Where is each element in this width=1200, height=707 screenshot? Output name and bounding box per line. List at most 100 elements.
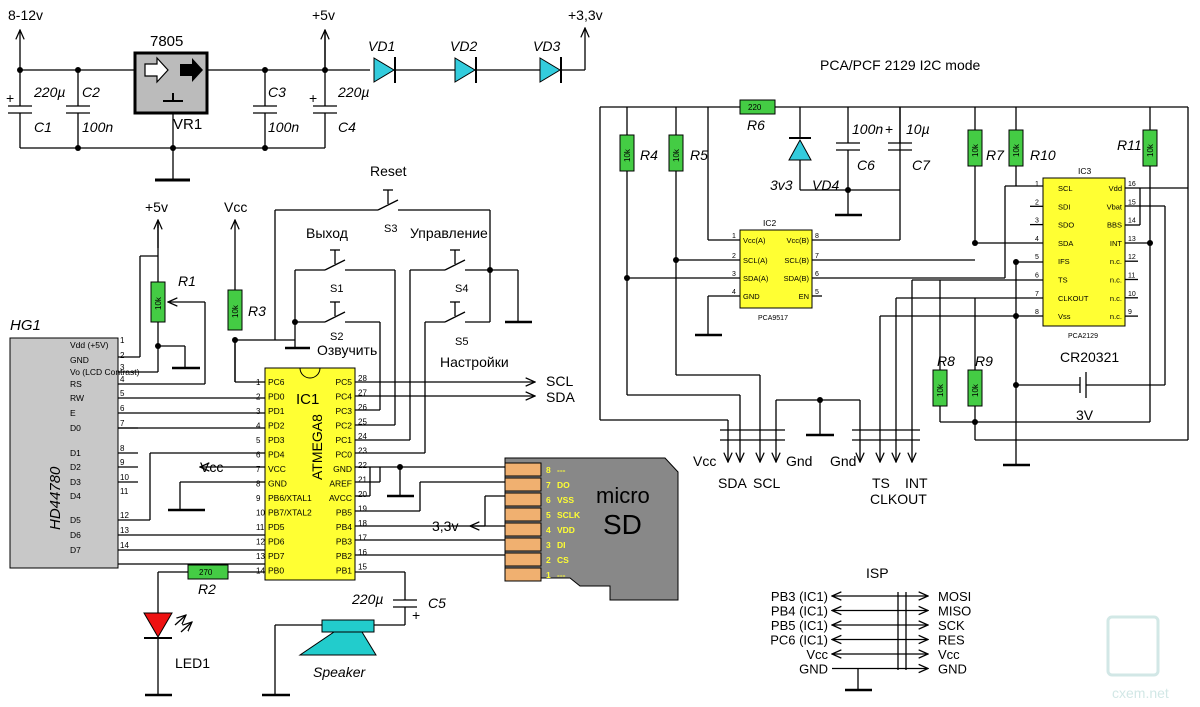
i2c-outputs: SCL SDA bbox=[355, 373, 575, 405]
v5-label: +5v bbox=[312, 7, 335, 23]
r3-label: R3 bbox=[248, 303, 266, 319]
watermark-text: cxem.net bbox=[1112, 685, 1169, 701]
svg-text:10k: 10k bbox=[1146, 143, 1155, 157]
sd-pin-number: 8 bbox=[546, 465, 551, 475]
button-s5[interactable] bbox=[444, 311, 466, 323]
svg-text:+: + bbox=[412, 607, 420, 623]
c4-label: C4 bbox=[338, 119, 356, 135]
ic3-pin-label: Vbat bbox=[1107, 202, 1123, 211]
isp-left-label: PC6 (IC1) bbox=[770, 633, 828, 648]
regulator-ref: VR1 bbox=[173, 116, 202, 133]
exit-label: Выход bbox=[306, 225, 348, 241]
ic3-pin-label: SDI bbox=[1058, 202, 1071, 211]
ic3-pin-label: n.c. bbox=[1110, 294, 1122, 303]
isp-left-label: PB3 (IC1) bbox=[771, 589, 828, 604]
lcd-pin-number: 5 bbox=[120, 389, 125, 398]
r1-supply-label: +5v bbox=[145, 199, 168, 215]
svg-text:+: + bbox=[885, 121, 893, 137]
mcu-pin-number: 21 bbox=[358, 476, 367, 485]
sd-pin-label: SCLK bbox=[557, 510, 581, 520]
sd-title-sd: SD bbox=[603, 509, 642, 540]
sd-pin-number: 3 bbox=[546, 540, 551, 550]
mcu-pin-label: VCC bbox=[268, 464, 286, 474]
ic2-pin-number: 6 bbox=[815, 271, 819, 278]
mcu-pin-number: 17 bbox=[358, 534, 367, 543]
mcu-pin-number: 13 bbox=[256, 552, 265, 561]
mcu-pin-label: PB2 bbox=[336, 551, 352, 561]
mcu-pin-number: 5 bbox=[256, 436, 261, 445]
isp-title: ISP bbox=[866, 565, 889, 581]
lcd-pin-label: D6 bbox=[70, 530, 81, 540]
lcd-pin-label: E bbox=[70, 408, 76, 418]
rtc-section: PCA/PCF 2129 I2C mode 220 R6 10k R4 10k … bbox=[599, 57, 1189, 507]
mcu-pin-number: 15 bbox=[358, 563, 367, 572]
button-s3[interactable] bbox=[377, 199, 399, 211]
lcd-pin-number: 13 bbox=[120, 526, 129, 535]
c4-value: 220µ bbox=[337, 84, 369, 100]
mcu-pin-number: 3 bbox=[256, 407, 261, 416]
sd-pin-label: --- bbox=[557, 570, 566, 580]
lcd-pin-number: 4 bbox=[120, 375, 125, 384]
lcd-pin-label: D1 bbox=[70, 448, 81, 458]
svg-text:10k: 10k bbox=[231, 304, 240, 318]
mcu-pin-number: 11 bbox=[256, 523, 265, 532]
ic3-name: PCA2129 bbox=[1068, 333, 1098, 340]
mcu-sd-wires: 3,3v + 220µ C5 bbox=[351, 464, 505, 626]
vd2-label: VD2 bbox=[450, 38, 477, 54]
sd-pin-contact bbox=[504, 522, 542, 537]
mcu-pin-label: PB6/XTAL1 bbox=[268, 493, 312, 503]
sd-pin-contact bbox=[504, 567, 542, 582]
settings-label: Настройки bbox=[440, 354, 509, 370]
ic3-pin-number: 11 bbox=[1128, 273, 1135, 280]
sda-conn-label: SDA bbox=[718, 475, 747, 491]
ic3-pin-label: CLKOUT bbox=[1058, 294, 1089, 303]
lcd-pin-number: 2 bbox=[120, 351, 125, 360]
lcd-pin-label: D5 bbox=[70, 515, 81, 525]
mcu-pin-label: PC3 bbox=[335, 406, 352, 416]
svg-text:10k: 10k bbox=[971, 383, 980, 397]
ic3-pin-number: 2 bbox=[1035, 199, 1039, 206]
r6-label: R6 bbox=[747, 117, 765, 133]
mcu-pin-number: 25 bbox=[358, 418, 367, 427]
isp-right-label: GND bbox=[938, 662, 967, 677]
lcd-pin-label: Vdd (+5V) bbox=[70, 340, 109, 350]
int-out-label: INT bbox=[905, 475, 928, 491]
input-voltage-label: 8-12v bbox=[8, 7, 43, 23]
r10-label: R10 bbox=[1030, 147, 1056, 163]
button-s4[interactable] bbox=[444, 259, 466, 271]
button-s2[interactable] bbox=[324, 311, 346, 323]
sd-pin-contact bbox=[504, 552, 542, 567]
mcu-pin-label: PB1 bbox=[336, 566, 352, 576]
r11-label: R11 bbox=[1117, 137, 1142, 153]
ic3-pin-number: 7 bbox=[1035, 291, 1039, 298]
watermark-logo-icon bbox=[1106, 615, 1160, 677]
mcu-pin-number: 19 bbox=[358, 505, 367, 514]
ts-out-label: TS bbox=[872, 475, 890, 491]
diode-vd3 bbox=[539, 57, 562, 83]
mcu-pin-number: 22 bbox=[358, 461, 367, 470]
sd-pin-label: VSS bbox=[557, 495, 574, 505]
ic3-pin-label: n.c. bbox=[1110, 312, 1122, 321]
ic2-pin-label: SCL(A) bbox=[743, 256, 768, 265]
lcd-pin-label: Vo (LCD Contrast) bbox=[70, 367, 140, 377]
ic3-pin-number: 5 bbox=[1035, 254, 1039, 261]
watermark: cxem.net bbox=[1106, 615, 1169, 701]
led-section: 270 R2 LED1 bbox=[143, 564, 265, 697]
ic3-pin-label: IFS bbox=[1058, 257, 1070, 266]
sd-pin-number: 5 bbox=[546, 510, 551, 520]
sd-pin-label: DI bbox=[557, 540, 566, 550]
lcd-pin-label: D7 bbox=[70, 545, 81, 555]
mcu-pin-number: 20 bbox=[358, 490, 367, 499]
ic3-pin-number: 3 bbox=[1035, 218, 1039, 225]
lcd-pin-number: 9 bbox=[120, 458, 125, 467]
r9-label: R9 bbox=[975, 353, 993, 369]
button-s1[interactable] bbox=[324, 259, 346, 271]
ic2-pin-label: Vcc(B) bbox=[787, 236, 810, 245]
speaker-label: Speaker bbox=[313, 664, 366, 680]
sd-pin-contact bbox=[504, 507, 542, 522]
svg-text:+: + bbox=[309, 90, 317, 106]
ic2-pin-label: SCL(B) bbox=[784, 256, 809, 265]
svg-text:10k: 10k bbox=[936, 383, 945, 397]
